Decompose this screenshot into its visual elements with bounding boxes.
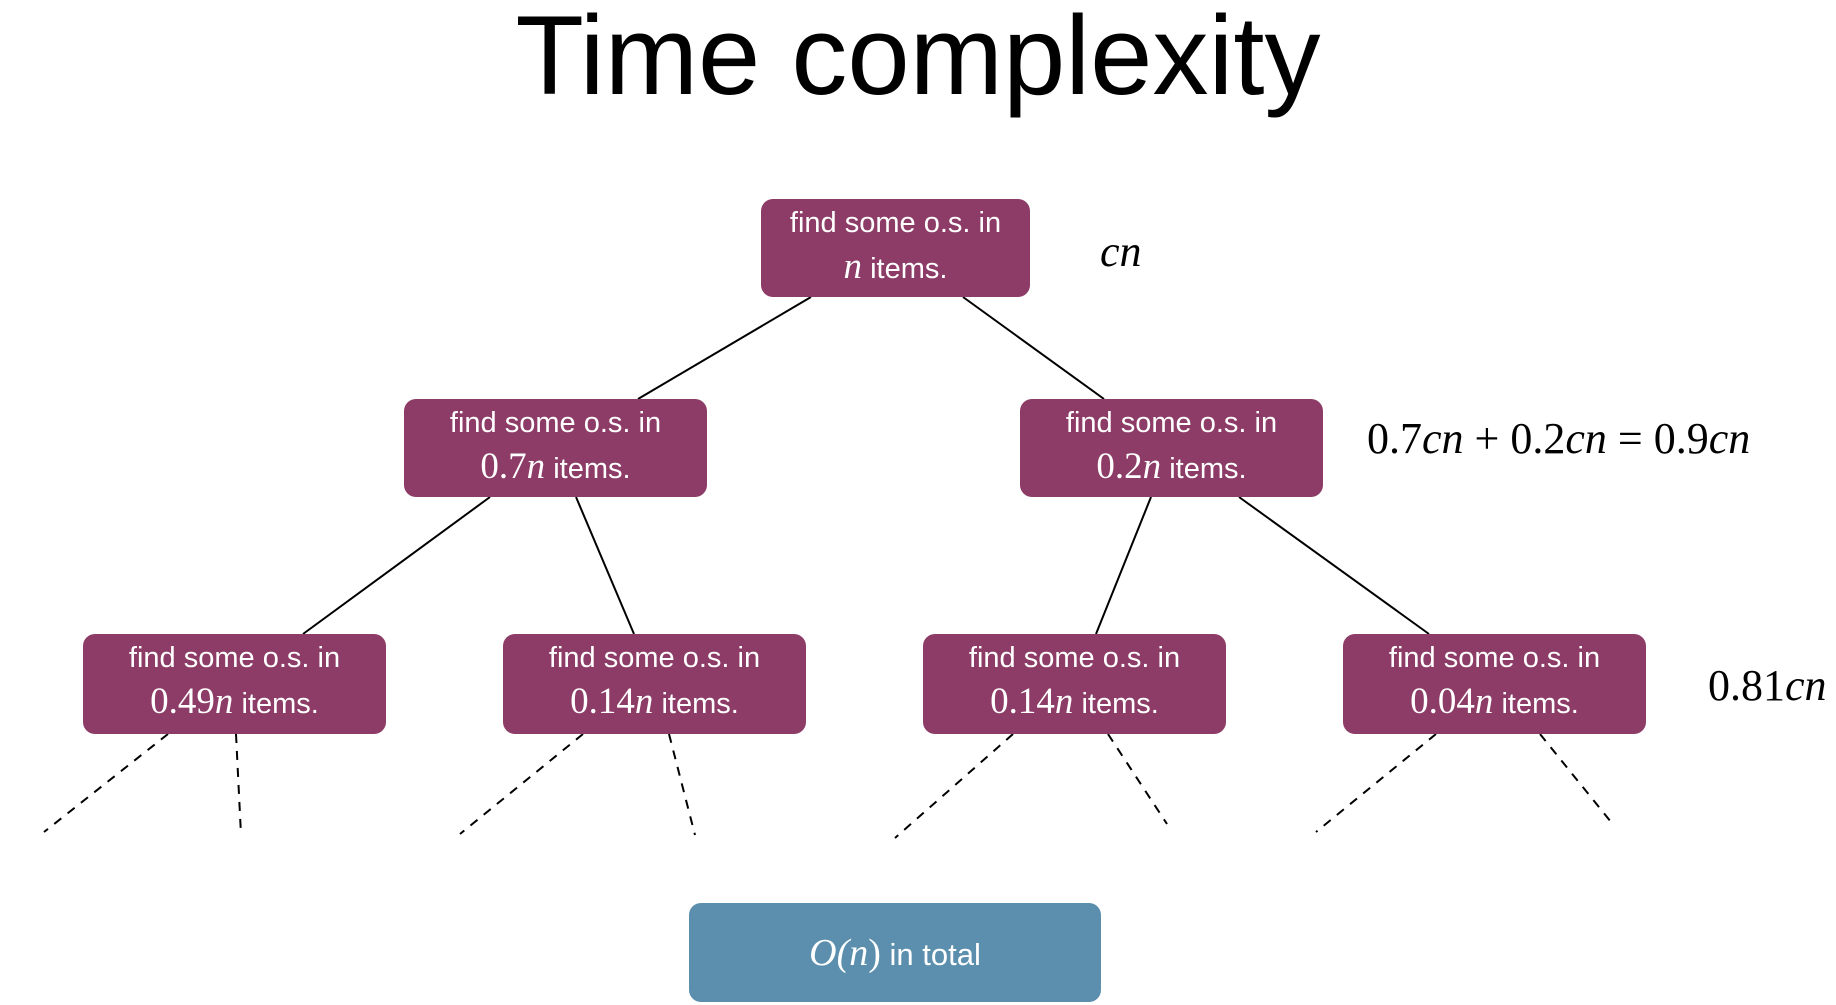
node-prefix: find some o.s. in <box>548 642 761 674</box>
node-suffix: items. <box>545 453 631 485</box>
node-variable: n <box>634 681 654 722</box>
level-cost-var: cn <box>1708 414 1751 463</box>
node-size: 0.7n items. <box>404 445 707 491</box>
page-title: Time complexity <box>515 0 1321 118</box>
level-cost-coef: 0.81 <box>1708 661 1785 710</box>
level-cost-var: cn <box>1422 414 1464 463</box>
tree-node-l2-d: find some o.s. in 0.04n items. <box>1343 634 1646 734</box>
node-prefix: find some o.s. in <box>1388 642 1601 674</box>
level-cost-var: cn <box>1785 661 1827 710</box>
dashed-edge <box>1315 733 1437 833</box>
node-size: 0.14n items. <box>503 680 806 726</box>
total-text: in total <box>880 937 981 972</box>
node-variable: n <box>843 246 863 287</box>
node-prefix: find some o.s. in <box>1065 407 1278 439</box>
node-suffix: items. <box>233 688 319 720</box>
level-cost-0: cn <box>1100 226 1142 278</box>
node-suffix: items. <box>1073 688 1159 720</box>
node-size: 0.2n items. <box>1020 445 1323 491</box>
node-suffix: items. <box>1161 453 1247 485</box>
node-suffix: items. <box>653 688 739 720</box>
level-cost-coef: 0.7 <box>1367 414 1422 463</box>
big-o-close: ) <box>868 932 881 974</box>
node-variable: n <box>1054 681 1074 722</box>
tree-node-l2-b: find some o.s. in 0.14n items. <box>503 634 806 734</box>
dashed-edge <box>1107 733 1168 825</box>
edge-l1-right-l2-d <box>1238 496 1430 635</box>
edge-root-l1-left <box>637 296 812 400</box>
node-variable: n <box>526 446 546 487</box>
edge-l1-left-l2-b <box>575 496 635 635</box>
plus-sign: + <box>1463 414 1511 463</box>
node-coefficient: 0.14 <box>990 681 1055 722</box>
tree-node-root: find some o.s. in n items. <box>761 199 1030 297</box>
level-cost-coef: 0.2 <box>1510 414 1566 463</box>
node-size: 0.49n items. <box>83 680 386 726</box>
node-coefficient: 0.2 <box>1096 446 1143 487</box>
edge-root-l1-right <box>962 296 1105 400</box>
level-cost-coef: 0.9 <box>1653 414 1709 463</box>
dashed-edge <box>668 733 696 836</box>
dashed-edge <box>1539 733 1612 823</box>
node-size: 0.14n items. <box>923 680 1226 726</box>
tree-node-l2-c: find some o.s. in 0.14n items. <box>923 634 1226 734</box>
edge-l1-right-l2-c <box>1095 496 1152 635</box>
node-suffix: items. <box>862 253 948 285</box>
node-variable: n <box>214 681 234 722</box>
total-complexity-box: O(n) in total <box>689 903 1101 1002</box>
level-cost-var: cn <box>1100 227 1142 276</box>
tree-node-l1-right: find some o.s. in 0.2n items. <box>1020 399 1323 497</box>
edge-l1-left-l2-a <box>302 496 491 635</box>
node-prefix: find some o.s. in <box>968 642 1181 674</box>
dashed-continuations <box>43 733 1612 839</box>
dashed-edge <box>894 733 1014 839</box>
node-prefix: find some o.s. in <box>449 407 662 439</box>
node-variable: n <box>1142 446 1162 487</box>
level-cost-1: 0.7cn + 0.2cn = 0.9cn <box>1367 413 1750 465</box>
big-o-open: O( <box>809 932 850 974</box>
tree-node-l1-left: find some o.s. in 0.7n items. <box>404 399 707 497</box>
node-coefficient: 0.04 <box>1410 681 1475 722</box>
dashed-edge <box>235 733 242 836</box>
node-prefix: find some o.s. in <box>128 642 341 674</box>
dashed-edge <box>43 733 169 833</box>
node-variable: n <box>1474 681 1494 722</box>
equals-sign: = <box>1606 414 1654 463</box>
node-coefficient: 0.14 <box>570 681 635 722</box>
node-coefficient: 0.7 <box>480 446 527 487</box>
node-size: 0.04n items. <box>1343 680 1646 726</box>
level-cost-2: 0.81cn <box>1708 660 1827 712</box>
node-prefix: find some o.s. in <box>789 207 1002 239</box>
tree-node-l2-a: find some o.s. in 0.49n items. <box>83 634 386 734</box>
level-cost-var: cn <box>1565 414 1607 463</box>
dashed-edge <box>459 733 584 835</box>
node-coefficient: 0.49 <box>150 681 215 722</box>
total-variable: n <box>849 932 869 974</box>
node-size: n items. <box>761 245 1030 291</box>
node-suffix: items. <box>1493 688 1579 720</box>
